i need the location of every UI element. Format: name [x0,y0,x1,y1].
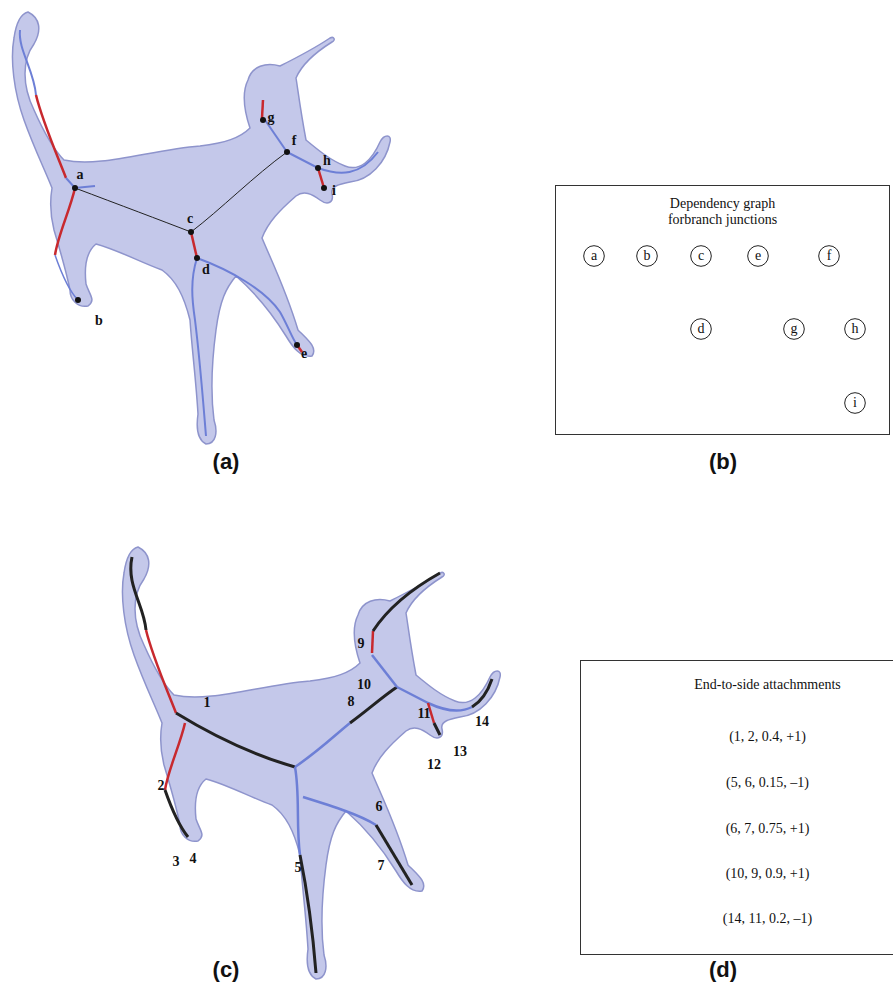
junction-circle: c [690,245,712,267]
branch-number: 7 [378,858,385,874]
attachment-tuple: (5, 6, 0.15, –1) [581,775,893,791]
junction-label: g [268,110,275,126]
box-heading: Dependency graph forbranch junctions [653,196,793,228]
panel-box: Dependency graph forbranch junctions a b c e… [555,185,890,435]
panel-label: (d) [709,957,737,983]
junction-circle: e [747,245,769,267]
panel-box: End-to-side attachmments (1, 2, 0.4, +1) (… [580,660,893,955]
junction-letter: g [783,318,805,340]
branch-number: 14 [475,714,489,730]
attachment-tuple: (14, 11, 0.2, –1) [581,911,893,927]
junction-label: a [77,167,84,183]
junction-label: d [202,262,210,278]
junction-letter: h [844,318,866,340]
branch-number: 12 [427,757,441,773]
junction-circle: a [583,245,605,267]
panel-label: (a) [213,449,240,475]
junction-circle: d [690,318,712,340]
junction-circle: i [844,392,866,414]
panel-label: (b) [709,449,737,475]
branch-number: 1 [204,695,211,711]
panel-label: (c) [213,957,240,983]
junction-letter: a [583,245,605,267]
attachment-tuple: (10, 9, 0.9, +1) [581,866,893,882]
junction-circle: f [818,245,840,267]
junction-label: f [292,133,297,149]
junction-letter: b [636,245,658,267]
junction-circle: b [636,245,658,267]
junction-label: b [95,313,103,329]
branch-number: 3 [173,854,180,870]
junction-letter: i [844,392,866,414]
branch-number: 5 [295,860,302,876]
branch-number: 8 [348,694,355,710]
branch-number: 2 [158,778,165,794]
junction-letter: d [690,318,712,340]
branch-number: 10 [357,677,371,693]
attachment-tuple: (1, 2, 0.4, +1) [581,729,893,745]
branch-number: 11 [417,706,430,722]
junction-letter: e [747,245,769,267]
junction-label: e [301,346,307,362]
junction-label: h [323,153,331,169]
junction-circle: g [783,318,805,340]
branch-number: 9 [358,636,365,652]
junction-circle: h [844,318,866,340]
junction-label: c [187,211,193,227]
branch-number: 4 [190,851,197,867]
junction-letter: c [690,245,712,267]
junction-label: i [332,183,336,199]
branch-number: 13 [453,744,467,760]
box-heading: End-to-side attachmments [683,677,853,693]
branch-number: 6 [376,799,383,815]
junction-letter: f [818,245,840,267]
attachment-tuple: (6, 7, 0.75, +1) [581,821,893,837]
